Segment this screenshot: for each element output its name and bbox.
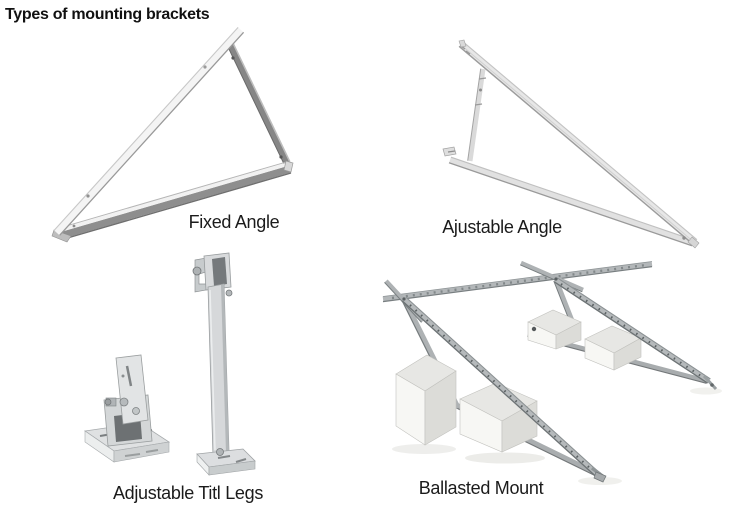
- page-title: Types of mounting brackets: [5, 6, 210, 23]
- ballasted-mount-label: Ballasted Mount: [418, 478, 544, 498]
- adjustable-tilt-legs-illustration: [83, 252, 256, 476]
- adjustable-angle-illustration: [442, 39, 700, 249]
- ballasted-mount-illustration: [382, 260, 722, 485]
- fixed-angle-illustration: [51, 27, 294, 243]
- adjustable-angle-label: Ajustable Angle: [442, 217, 562, 237]
- fixed-angle-label: Fixed Angle: [188, 212, 280, 232]
- adjustable-tilt-legs-label: Adjustable Titl Legs: [112, 483, 264, 503]
